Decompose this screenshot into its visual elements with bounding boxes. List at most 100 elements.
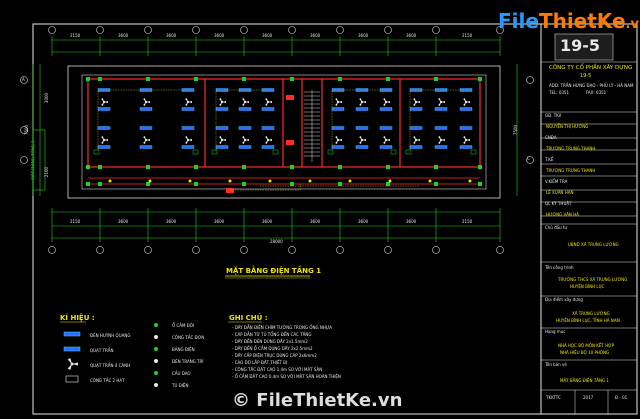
- dimension-label: 3600: [166, 219, 177, 224]
- legend-symbols: [63, 323, 158, 387]
- sheet-number: Đ - 01: [615, 395, 628, 400]
- legend-item: CÔNG TẮC 2 HẠT: [90, 378, 125, 383]
- side-dim-2: 7500: [24, 124, 30, 136]
- corridor-light-marker: [308, 179, 312, 183]
- legend-item: CÔNG TẮC ĐƠN: [172, 335, 205, 340]
- column-marker: [290, 182, 294, 186]
- dimension-label: 3600: [118, 33, 129, 38]
- note-line: - CÁP DẪN TỪ TỦ TỔNG ĐẾN CÁC TẦNG: [232, 332, 312, 337]
- corridor-line: [81, 74, 487, 190]
- ceiling-fan-marker: [185, 136, 192, 144]
- fluorescent-light-marker: [181, 145, 195, 149]
- company-address: ADD: TRẦN HƯNG ĐẠO - PHỦ LÝ - HÀ NAM: [549, 83, 634, 88]
- grid-bubble-side: [526, 156, 534, 164]
- grid-bubble-top: [384, 26, 392, 34]
- signature-role: V.KIỂM TRA: [545, 179, 568, 184]
- structural-columns: [86, 77, 482, 186]
- switch-marker: [405, 149, 412, 155]
- fluorescent-light-marker: [355, 107, 369, 111]
- column-marker: [478, 77, 482, 81]
- legend-item: BẢNG ĐIỆN: [172, 347, 195, 352]
- ceiling-fan-marker: [265, 98, 272, 106]
- dimension-label: 2150: [70, 219, 81, 224]
- ceiling-fan-marker: [185, 98, 192, 106]
- ceiling-fan-marker: [101, 98, 108, 106]
- ceiling-fan-marker: [219, 98, 226, 106]
- grid-bubble-bottom: [96, 246, 104, 254]
- fluorescent-light-marker: [215, 107, 229, 111]
- grid-bubble-side: [20, 126, 28, 134]
- legend-item: QUẠT TRẦN 4 CÁNH: [90, 363, 131, 368]
- side-dim-3: 2100: [44, 166, 50, 178]
- column-marker: [86, 165, 90, 169]
- column-marker: [434, 77, 438, 81]
- signature-name: HƯƠNG VĂN HÀ: [546, 212, 579, 217]
- legend-switch-symbol: [65, 375, 79, 383]
- company-logo: 19-5: [560, 36, 601, 55]
- legend-item: QUẠT TRẦN: [90, 348, 114, 353]
- corridor-light-marker: [188, 179, 192, 183]
- column-marker: [386, 165, 390, 169]
- sheet-frame: [32, 23, 638, 415]
- sheet-name: MẶT BẰNG ĐIỆN TẦNG 1: [560, 378, 609, 383]
- corridor-light-marker: [388, 179, 392, 183]
- dimension-label: 2150: [462, 33, 473, 38]
- ceiling-fan-marker: [383, 136, 390, 144]
- company-tel: TEL: 0351: [549, 90, 569, 95]
- corridor-light-marker: [108, 179, 112, 183]
- fluorescent-light-marker: [355, 145, 369, 149]
- legend-device-symbol: [154, 359, 158, 363]
- column-marker: [242, 165, 246, 169]
- dimension-label: 3600: [358, 219, 369, 224]
- corridor-light-marker: [228, 179, 232, 183]
- fluorescent-light-marker: [139, 107, 153, 111]
- column-marker: [194, 182, 198, 186]
- column-marker: [242, 182, 246, 186]
- fluorescent-light-marker: [97, 145, 111, 149]
- grid-bubble-bottom: [288, 246, 296, 254]
- ceiling-fan-marker: [359, 98, 366, 106]
- dimension-label: 2150: [462, 219, 473, 224]
- column-marker: [290, 165, 294, 169]
- legend-device-symbol: [154, 371, 158, 375]
- column-marker: [98, 165, 102, 169]
- fluorescent-light-marker: [459, 145, 473, 149]
- fluorescent-light-marker: [434, 107, 448, 111]
- column-marker: [434, 165, 438, 169]
- ceiling-fan-marker: [265, 136, 272, 144]
- phase: TKKTTC: [546, 395, 561, 400]
- legend-device-symbol: [154, 383, 158, 387]
- switch-marker: [211, 149, 218, 155]
- grid-bubble-top: [96, 26, 104, 34]
- column-marker: [338, 77, 342, 81]
- dimension-label: 3600: [310, 33, 321, 38]
- grid-bubble-bottom: [240, 246, 248, 254]
- wire-run: [97, 89, 194, 150]
- ceiling-fan-marker: [335, 136, 342, 144]
- column-marker: [146, 165, 150, 169]
- note-line: - Ổ CẮM ĐẶT CAO 0.4m SO VỚI MẶT SÀN HOÀN…: [232, 374, 341, 379]
- wire-run: [215, 89, 274, 150]
- note-line: - DÂY CẤP ĐIỆN TRỤC DÙNG CÁP 2x6mm2: [232, 353, 317, 358]
- outlet-marker: [192, 149, 199, 155]
- column-marker: [386, 182, 390, 186]
- signature-role: T.KẾ: [545, 157, 554, 162]
- grid-label-right: C: [527, 156, 530, 161]
- legend-fan-symbol: [63, 346, 81, 352]
- column-marker: [290, 77, 294, 81]
- fluorescent-light-marker: [434, 145, 448, 149]
- dimension-label: 3600: [358, 33, 369, 38]
- corridor-light-marker: [268, 179, 272, 183]
- legend-item: Ổ CẮM ĐÔI: [172, 323, 195, 328]
- switch-marker: [327, 149, 334, 155]
- dimension-ticks-top: [51, 36, 501, 56]
- grid-bubble-top: [192, 26, 200, 34]
- location-sub: HUYỆN BÌNH LỤC, TỈNH HÀ NAM: [556, 318, 620, 323]
- column-marker: [242, 77, 246, 81]
- fluorescent-light-marker: [379, 107, 393, 111]
- grid-bubbles: [20, 26, 534, 254]
- corridor-light-marker: [468, 179, 472, 183]
- column-marker: [434, 182, 438, 186]
